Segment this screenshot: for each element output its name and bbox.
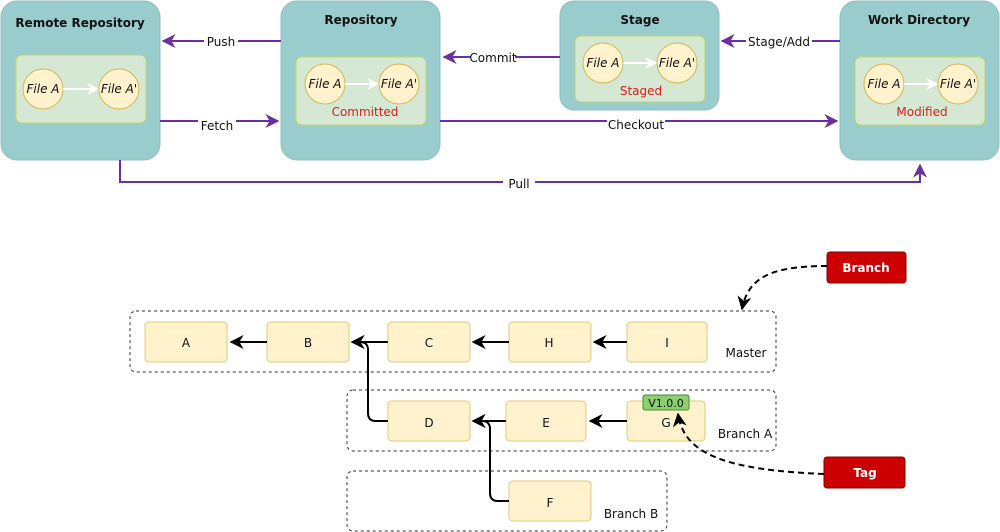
stage-title: Stage bbox=[620, 13, 659, 27]
work-directory-title: Work Directory bbox=[868, 13, 970, 27]
branch-a-box bbox=[346, 389, 777, 452]
version-label: V1.0.0 bbox=[648, 397, 684, 410]
branch-a-label: Branch A bbox=[718, 427, 773, 441]
tag-pointer-box bbox=[823, 456, 906, 489]
branch-pointer-label: Branch bbox=[842, 261, 889, 275]
remote-file-b-label: File A' bbox=[101, 82, 137, 96]
branch-b-box bbox=[346, 470, 668, 532]
pull-label: Pull bbox=[508, 177, 529, 191]
commit-c-label: C bbox=[425, 336, 433, 350]
work-directory-file-b-circle bbox=[937, 63, 979, 105]
stage-panel: Stage File A File A' Staged bbox=[559, 0, 720, 111]
work-directory-panel: Work Directory File A File A' Modified bbox=[839, 0, 1000, 161]
edge-d-to-b bbox=[350, 335, 388, 422]
commit-g-label: G bbox=[661, 416, 670, 430]
commit-a-label: A bbox=[182, 336, 191, 350]
stage-add-label-bg bbox=[746, 34, 812, 48]
stage-add-label: Stage/Add bbox=[748, 35, 810, 49]
checkout-label-bg bbox=[607, 117, 665, 131]
work-directory-file-b-label: File A' bbox=[940, 77, 976, 91]
repository-file-b-circle bbox=[378, 63, 420, 105]
repository-panel: Repository File A File A' Committed bbox=[280, 0, 441, 161]
tag-pointer-arrow bbox=[672, 412, 825, 475]
push-label-bg bbox=[204, 34, 238, 48]
pull-label-bg bbox=[503, 176, 535, 190]
stage-status: Staged bbox=[620, 84, 662, 98]
remote-repository-title: Remote Repository bbox=[15, 16, 145, 30]
stage-file-b-circle bbox=[656, 42, 698, 84]
repository-file-a-label: File A bbox=[309, 77, 342, 91]
remote-repository-panel: Remote Repository File A File A' bbox=[0, 0, 161, 161]
commit-d-label: D bbox=[424, 416, 433, 430]
commit-label: Commit bbox=[469, 51, 516, 65]
remote-file-b-circle bbox=[98, 68, 140, 110]
branch-b-label: Branch B bbox=[604, 507, 658, 521]
remote-file-a-label: File A bbox=[27, 82, 60, 96]
work-directory-status: Modified bbox=[896, 105, 947, 119]
commit-e-label: E bbox=[542, 416, 550, 430]
tag-pointer-label: Tag bbox=[853, 466, 876, 480]
edge-f-to-d bbox=[471, 414, 509, 502]
checkout-label: Checkout bbox=[608, 118, 664, 132]
repository-file-b-label: File A' bbox=[381, 77, 417, 91]
commit-f-label: F bbox=[547, 496, 554, 510]
fetch-label: Fetch bbox=[201, 119, 234, 133]
work-directory-file-a-label: File A bbox=[868, 77, 901, 91]
stage-file-a-label: File A bbox=[587, 56, 620, 70]
push-label: Push bbox=[207, 35, 236, 49]
branch-pointer-arrow bbox=[737, 265, 828, 311]
fetch-label-bg bbox=[198, 118, 236, 132]
master-branch-box bbox=[129, 310, 777, 373]
version-badge bbox=[642, 394, 690, 411]
commit-b-label: B bbox=[304, 336, 312, 350]
branch-pointer-box bbox=[826, 251, 907, 284]
repository-status: Committed bbox=[332, 105, 399, 119]
repository-title: Repository bbox=[324, 13, 397, 27]
commit-i-label: I bbox=[665, 336, 669, 350]
stage-file-b-label: File A' bbox=[659, 56, 695, 70]
commit-a bbox=[144, 321, 228, 363]
commit-h-label: H bbox=[544, 336, 553, 350]
master-branch-label: Master bbox=[726, 346, 767, 360]
commit-label-bg bbox=[471, 50, 515, 64]
